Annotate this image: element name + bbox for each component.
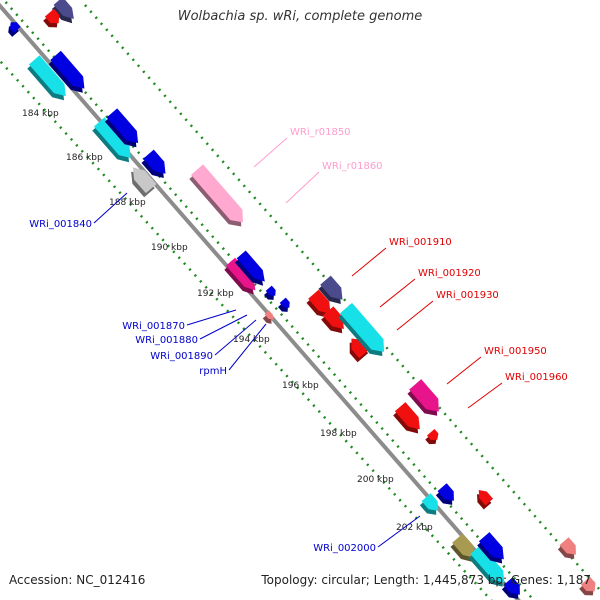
- gene-label[interactable]: WRi_001930: [436, 290, 499, 301]
- gene-arrow: [131, 167, 157, 198]
- gene-arrow: [43, 8, 60, 28]
- gene-arrow: [234, 250, 265, 286]
- gene-arrow: [557, 537, 576, 559]
- gene-arrow: [501, 577, 520, 599]
- gene-arrow: [349, 338, 370, 363]
- gene-arrow: [477, 489, 494, 510]
- gene-label[interactable]: WRi_001880: [135, 335, 198, 346]
- gene-arrow: [407, 379, 439, 416]
- gene-label[interactable]: WRi_r01860: [322, 161, 383, 172]
- label-leader-line: [228, 323, 267, 371]
- gene-label[interactable]: WRi_001890: [150, 351, 213, 362]
- gene-arrow: [92, 117, 131, 163]
- gene-arrow: [141, 149, 166, 178]
- gene-label[interactable]: WRi_001920: [418, 268, 481, 279]
- gene-arrow: [51, 0, 74, 24]
- scale-tick-label: 190 kbp: [151, 243, 188, 253]
- label-leader-line: [379, 278, 416, 308]
- label-leader-line: [377, 515, 421, 548]
- gene-arrow: [48, 50, 85, 93]
- scale-tick-label: 200 kbp: [357, 475, 394, 485]
- accession-label: Accession: NC_012416: [9, 573, 146, 587]
- gene-arrow: [321, 306, 344, 334]
- gene-label[interactable]: WRi_001960: [505, 372, 568, 383]
- gene-labels: WRi_r01850WRi_r01860WRi_001840WRi_001910…: [29, 127, 568, 554]
- gene-arrow: [393, 402, 420, 434]
- genome-summary: Topology: circular; Length: 1,445,873 bp…: [261, 573, 591, 587]
- gene-arrow: [435, 483, 454, 505]
- scale-tick-label: 188 kbp: [109, 198, 146, 208]
- map-title: Wolbachia sp. wRi, complete genome: [177, 9, 423, 24]
- gene-arrow: [419, 493, 438, 515]
- scale-tick-label: 196 kbp: [282, 381, 319, 391]
- gene-arrow: [477, 532, 504, 564]
- label-leader-line: [93, 192, 128, 224]
- gene-arrow: [224, 257, 256, 295]
- label-leader-line: [396, 300, 434, 331]
- gene-label[interactable]: WRi_002000: [313, 543, 376, 554]
- gene-arrow: [104, 108, 139, 148]
- gene-arrow: [27, 55, 66, 101]
- gene-label[interactable]: WRi_r01850: [290, 127, 351, 138]
- label-leader-line: [351, 247, 387, 277]
- scale-ticks: 184 kbp 186 kbp 188 kbp 190 kbp 192 kbp 194 k…: [22, 109, 433, 533]
- gene-label[interactable]: WRi_001870: [122, 321, 185, 332]
- gene-label[interactable]: WRi_001840: [29, 219, 92, 230]
- gene-label[interactable]: WRi_001950: [484, 346, 547, 357]
- gene-arrow: [262, 310, 274, 324]
- gene-arrow: [318, 275, 343, 304]
- label-leader-line: [199, 314, 248, 340]
- gene-arrow: [306, 289, 331, 318]
- gene-arrow: [450, 533, 475, 562]
- scale-tick-label: 184 kbp: [22, 109, 59, 119]
- gene-arrow: [263, 285, 276, 300]
- gene-features: [8, 0, 596, 599]
- label-leader-line: [214, 319, 257, 356]
- gene-arrow: [425, 428, 439, 445]
- gene-label[interactable]: rpmH: [199, 366, 227, 377]
- gene-arrow: [8, 22, 21, 37]
- label-leader-line: [186, 309, 237, 326]
- scale-tick-label: 186 kbp: [66, 153, 103, 163]
- label-leaders: [93, 137, 503, 548]
- scale-tick-label: 198 kbp: [320, 429, 357, 439]
- scale-tick-label: 194 kbp: [233, 335, 270, 345]
- gene-arrow: [277, 297, 290, 312]
- scale-tick-label: 202 kbp: [396, 523, 433, 533]
- gene-arrow: [468, 544, 505, 587]
- gene-label[interactable]: WRi_001910: [389, 237, 452, 248]
- scale-tick-label: 192 kbp: [197, 289, 234, 299]
- label-leader-line: [285, 171, 320, 204]
- label-leader-line: [467, 382, 503, 409]
- gene-arrow: [189, 164, 243, 227]
- label-leader-line: [446, 356, 482, 385]
- gene-arrow: [338, 302, 385, 357]
- track-dotted-line: [84, 4, 600, 591]
- gene-arrow: [579, 576, 596, 596]
- label-leader-line: [253, 137, 288, 168]
